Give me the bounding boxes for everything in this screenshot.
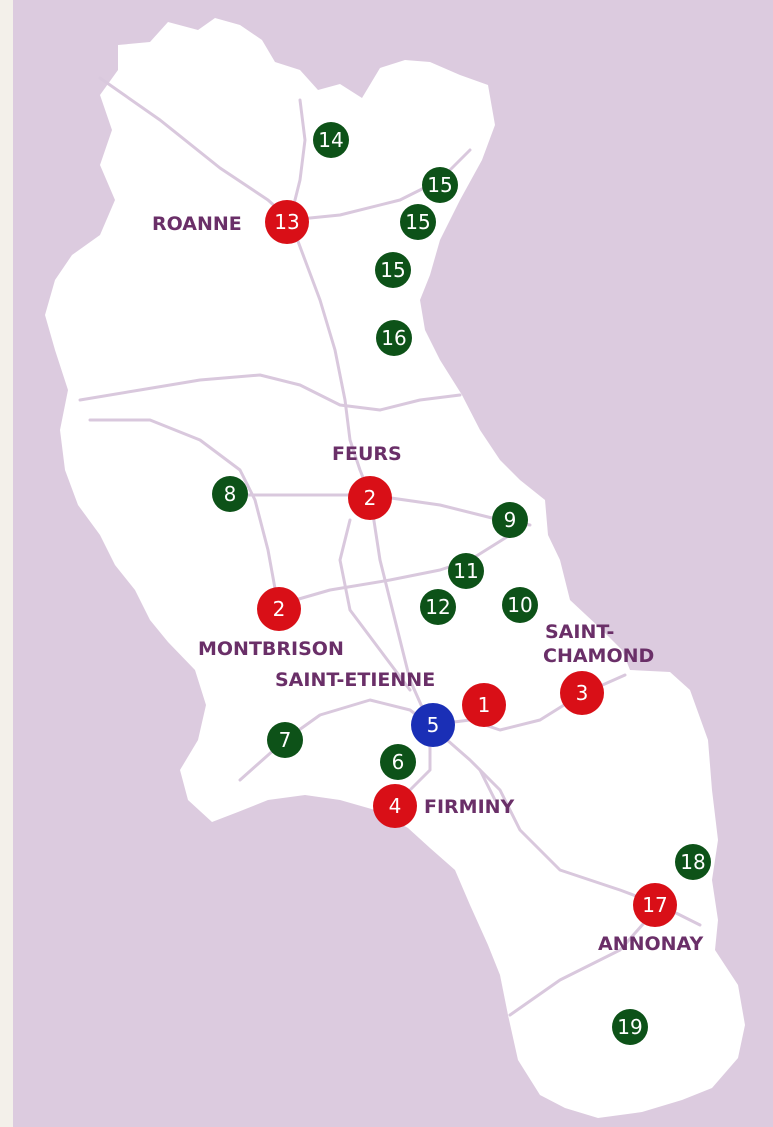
marker-15[interactable]: 15: [400, 204, 436, 240]
svg-text:5: 5: [427, 713, 440, 737]
svg-text:15: 15: [380, 258, 405, 282]
svg-text:18: 18: [680, 850, 705, 874]
svg-text:14: 14: [318, 128, 343, 152]
city-label-annonay: ANNONAY: [598, 933, 703, 955]
svg-text:12: 12: [425, 595, 450, 619]
svg-text:15: 15: [405, 210, 430, 234]
svg-text:19: 19: [617, 1015, 642, 1039]
city-label-saint-chamond: CHAMOND: [543, 645, 654, 667]
city-label-roanne: ROANNE: [152, 213, 242, 235]
marker-19[interactable]: 19: [612, 1009, 648, 1045]
marker-13[interactable]: 13: [265, 200, 309, 244]
marker-2-feurs[interactable]: 2: [348, 476, 392, 520]
marker-4[interactable]: 4: [373, 784, 417, 828]
svg-text:2: 2: [273, 597, 286, 621]
svg-text:11: 11: [453, 559, 478, 583]
city-label-firminy: FIRMINY: [424, 796, 515, 818]
svg-text:9: 9: [504, 508, 517, 532]
svg-text:13: 13: [274, 210, 299, 234]
marker-6[interactable]: 6: [380, 744, 416, 780]
city-label-saint-etienne: SAINT-ETIENNE: [275, 669, 435, 691]
marker-2-montbrison[interactable]: 2: [257, 587, 301, 631]
territory-shape: [45, 18, 745, 1118]
marker-17[interactable]: 17: [633, 883, 677, 927]
marker-9[interactable]: 9: [492, 502, 528, 538]
svg-text:1: 1: [478, 693, 491, 717]
marker-11[interactable]: 11: [448, 553, 484, 589]
svg-text:16: 16: [381, 326, 406, 350]
svg-text:15: 15: [427, 173, 452, 197]
marker-14[interactable]: 14: [313, 122, 349, 158]
city-labels: ROANNE FEURS MONTBRISON SAINT-ETIENNE SA…: [152, 213, 703, 955]
svg-text:17: 17: [642, 893, 667, 917]
marker-12[interactable]: 12: [420, 589, 456, 625]
marker-5[interactable]: 5: [411, 703, 455, 747]
marker-15[interactable]: 15: [422, 167, 458, 203]
map-canvas: 14 15 15 15 13 16 2 8 9 11 12 10 2 1 3 5…: [45, 18, 745, 1118]
marker-16[interactable]: 16: [376, 320, 412, 356]
svg-text:3: 3: [576, 681, 589, 705]
city-label-saint-chamond: SAINT-: [545, 621, 614, 643]
map-markers: 14 15 15 15 13 16 2 8 9 11 12 10 2 1 3 5…: [212, 122, 711, 1045]
map-frame: 14 15 15 15 13 16 2 8 9 11 12 10 2 1 3 5…: [13, 0, 773, 1127]
svg-text:2: 2: [364, 486, 377, 510]
marker-3[interactable]: 3: [560, 671, 604, 715]
svg-text:8: 8: [224, 482, 237, 506]
marker-7[interactable]: 7: [267, 722, 303, 758]
marker-1[interactable]: 1: [462, 683, 506, 727]
svg-text:7: 7: [279, 728, 292, 752]
marker-8[interactable]: 8: [212, 476, 248, 512]
svg-text:6: 6: [392, 750, 405, 774]
marker-10[interactable]: 10: [502, 587, 538, 623]
svg-text:4: 4: [389, 794, 402, 818]
marker-18[interactable]: 18: [675, 844, 711, 880]
city-label-montbrison: MONTBRISON: [198, 638, 344, 660]
marker-15[interactable]: 15: [375, 252, 411, 288]
svg-text:10: 10: [507, 593, 532, 617]
city-label-feurs: FEURS: [332, 443, 402, 465]
